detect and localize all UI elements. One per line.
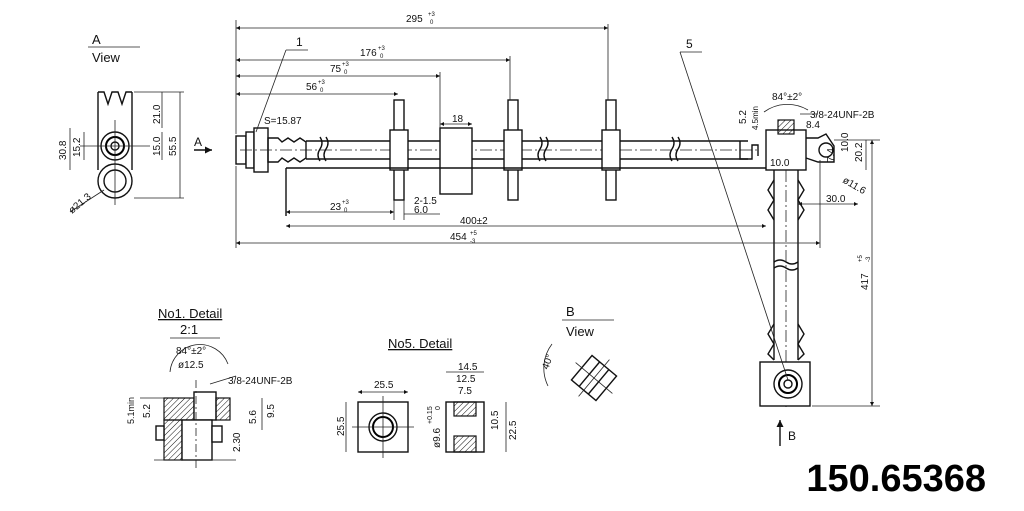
no5-255: 25.5 — [374, 380, 394, 391]
no1-95: 9.5 — [266, 404, 277, 418]
no5-125: 12.5 — [456, 374, 476, 385]
no5-255v: 25.5 — [336, 416, 347, 436]
vertical-hose — [773, 170, 799, 360]
a-view-letter: A — [92, 32, 101, 47]
top-dimensions: 295 +3 0 176 +3 0 75 +3 0 56 +3 0 S=15.8… — [235, 12, 609, 134]
dim-23-tol: +3 — [342, 200, 350, 206]
b-view-letter: B — [566, 304, 575, 319]
no1-56: 5.6 — [248, 410, 259, 424]
dim-56-tol: +3 — [318, 80, 326, 86]
b-view-angle: 40° — [540, 353, 556, 371]
dim-75-tol: +3 — [342, 62, 350, 68]
dim-56: 56 — [306, 82, 318, 93]
no1-angle: 84°±2° — [176, 346, 206, 357]
dim-454-tol: +5 — [470, 231, 478, 237]
no1-230: 2.30 — [232, 432, 243, 452]
dim-295-tol0: 0 — [430, 20, 434, 26]
a-view: A View 30.8 15.2 21.0 15.0 55.5 ø21.3 — [58, 32, 184, 216]
dim-176-tol: +3 — [378, 46, 386, 52]
dim-75-tol0: 0 — [344, 70, 348, 76]
main-hose-view — [235, 99, 835, 410]
dim-23-tol0: 0 — [344, 208, 348, 214]
dim-thread: 3/8-24UNF-2B — [810, 110, 875, 121]
grommet-block — [439, 127, 473, 195]
no5-d96-tol0: 0 — [435, 406, 442, 410]
dim-75: 75 — [330, 64, 342, 75]
no1-title: No1. Detail — [158, 306, 222, 321]
no1-51min: 5.1min — [126, 397, 136, 424]
dim-400: 400±2 — [460, 216, 488, 227]
dim-176: 176 — [360, 48, 377, 59]
b-view: B View 40° — [540, 304, 618, 402]
dim-417-tol: +5 — [858, 254, 864, 262]
a-dim-210: 21.0 — [152, 104, 163, 124]
a-arrow-letter: A — [194, 135, 202, 149]
dim-300: 30.0 — [826, 194, 846, 205]
no5-d96-tol: +0.15 — [427, 406, 434, 424]
b-arrow-letter: B — [788, 429, 796, 443]
no5-225: 22.5 — [508, 420, 519, 440]
a-dim-150: 15.0 — [152, 136, 163, 156]
a-dim-152: 15.2 — [72, 137, 83, 157]
no5-105: 10.5 — [490, 410, 501, 430]
dim-295: 295 — [406, 14, 423, 25]
dim-202: 20.2 — [854, 142, 865, 162]
callout-1: 1 — [255, 35, 308, 133]
dim-6: 6.0 — [414, 205, 428, 216]
no1-52: 5.2 — [142, 404, 153, 418]
dim-176-tol0: 0 — [380, 54, 384, 60]
dim-295-tol: +3 — [428, 12, 436, 18]
a-dim-308: 30.8 — [58, 140, 69, 160]
bottom-dimensions: 23 +3 0 2-1.5 6.0 400±2 454 +5 -3 — [235, 160, 821, 248]
dim-angle-84: 84°±2° — [772, 92, 802, 103]
dim-417: 417 — [860, 273, 871, 290]
a-view-word: View — [92, 50, 121, 65]
no5-d96: ø9.6 — [432, 428, 443, 448]
dim-18: 18 — [452, 114, 464, 125]
dim-454-tol0: -3 — [470, 239, 476, 245]
dim-454: 454 — [450, 232, 467, 243]
callout-5-number: 5 — [686, 37, 693, 51]
b-view-word: View — [566, 324, 595, 339]
dim-100-right: 10.0 — [840, 132, 851, 152]
no1-d125: ø12.5 — [178, 360, 204, 371]
dim-417-tol0: -3 — [866, 256, 872, 262]
dim-2: 2-1.5 — [414, 196, 437, 207]
dim-56-tol0: 0 — [320, 88, 324, 94]
dim-100-left: 10.0 — [770, 158, 790, 169]
right-dimensions: 84°±2° 3/8-24UNF-2B 5.2 4.5min 8.4 7.4 1… — [738, 92, 880, 407]
dim-84: 8.4 — [806, 120, 820, 131]
dim-45min: 4.5min — [751, 106, 760, 130]
no5-145: 14.5 — [458, 362, 478, 373]
no5-75: 7.5 — [458, 386, 472, 397]
dim-23: 23 — [330, 202, 342, 213]
no1-scale: 2:1 — [180, 322, 198, 337]
a-view-arrow: A — [194, 135, 212, 154]
callout-1-number: 1 — [296, 35, 303, 49]
no1-detail: No1. Detail 2:1 84°±2° ø12.5 3/8-24UNF-2… — [126, 306, 293, 470]
a-dim-213: ø21.3 — [67, 191, 94, 216]
no5-title: No5. Detail — [388, 336, 452, 351]
dim-s: S=15.87 — [264, 116, 302, 127]
callout-5: 5 — [679, 37, 789, 381]
part-number: 150.65368 — [806, 458, 986, 500]
no5-detail: No5. Detail 25.5 25.5 14.5 12.5 7.5 10.5… — [336, 336, 519, 458]
a-dim-555: 55.5 — [168, 136, 179, 156]
dim-52: 5.2 — [738, 110, 749, 124]
dim-74: 7.4 — [826, 148, 837, 162]
b-view-arrow: B — [776, 420, 796, 446]
no1-thread: 3/8-24UNF-2B — [228, 376, 293, 387]
